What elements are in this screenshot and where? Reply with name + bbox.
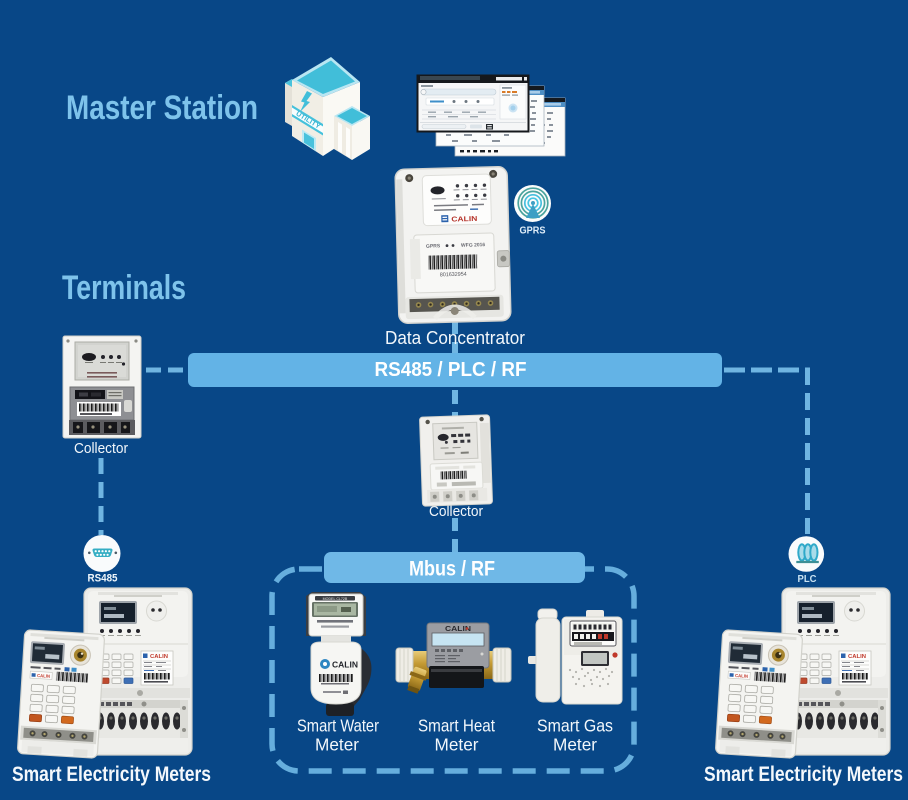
- svg-text:Mbus / RF: Mbus / RF: [409, 558, 495, 581]
- svg-text:CALIN: CALIN: [445, 626, 471, 633]
- svg-text:Meter: Meter: [553, 735, 597, 755]
- svg-text:Meter: Meter: [435, 735, 479, 755]
- svg-text:Meter: Meter: [315, 735, 359, 755]
- svg-text:Smart Gas: Smart Gas: [537, 716, 613, 736]
- svg-text:Smart Electricity Meters: Smart Electricity Meters: [704, 763, 903, 786]
- svg-text:RS485 / PLC / RF: RS485 / PLC / RF: [375, 359, 527, 381]
- svg-text:Collector: Collector: [74, 440, 128, 457]
- svg-text:801632954: 801632954: [440, 272, 467, 279]
- svg-text:GPRS: GPRS: [520, 225, 546, 237]
- svg-text:Terminals: Terminals: [62, 269, 186, 307]
- svg-text:Smart Water: Smart Water: [297, 716, 379, 736]
- svg-text:Smart Heat: Smart Heat: [418, 716, 495, 736]
- svg-text:Data Concentrator: Data Concentrator: [385, 327, 525, 348]
- svg-text:Master Station: Master Station: [66, 89, 258, 127]
- svg-text:RS485: RS485: [88, 573, 118, 585]
- svg-text:Collector: Collector: [429, 503, 483, 520]
- svg-text:Smart Electricity Meters: Smart Electricity Meters: [12, 763, 211, 786]
- svg-text:WFG 2016: WFG 2016: [461, 242, 486, 249]
- svg-text:GPRS: GPRS: [426, 243, 441, 249]
- svg-text:PLC: PLC: [798, 573, 817, 585]
- svg-text:CALIN: CALIN: [332, 660, 358, 670]
- svg-text:CALIN: CALIN: [451, 216, 477, 224]
- svg-text:MODEL CL72B: MODEL CL72B: [323, 597, 348, 601]
